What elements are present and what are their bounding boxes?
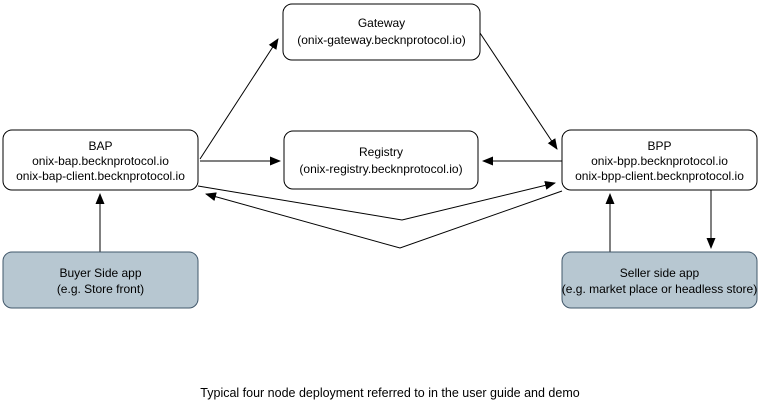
node-buyer-app: Buyer Side app (e.g. Store front) — [2, 251, 199, 309]
bap-domain: onix-bap.becknprotocol.io — [32, 154, 169, 168]
seller-app-subtitle: (e.g. market place or headless store) — [562, 282, 757, 296]
bap-title: BAP — [88, 139, 112, 153]
gateway-box — [282, 3, 481, 61]
buyer-app-title: Buyer Side app — [59, 266, 141, 280]
node-registry: Registry (onix-registry.becknprotocol.io… — [283, 130, 479, 190]
edges — [95, 32, 716, 252]
bpp-title: BPP — [647, 139, 671, 153]
edge-gateway-to-bpp — [479, 32, 558, 150]
bpp-client-domain: onix-bpp-client.becknprotocol.io — [575, 169, 744, 183]
seller-app-title: Seller side app — [620, 266, 700, 280]
buyer-app-box — [2, 251, 199, 309]
edge-bap-to-gateway — [199, 38, 279, 160]
registry-subtitle: (onix-registry.becknprotocol.io) — [299, 162, 462, 176]
bpp-domain: onix-bpp.becknprotocol.io — [591, 154, 728, 168]
diagram-caption: Typical four node deployment referred to… — [200, 386, 579, 400]
registry-title: Registry — [359, 145, 403, 159]
bpp-box — [561, 129, 758, 191]
registry-box — [283, 130, 479, 190]
gateway-subtitle: (onix-gateway.becknprotocol.io) — [297, 33, 466, 47]
node-bap: BAP onix-bap.becknprotocol.io onix-bap-c… — [2, 129, 199, 191]
buyer-app-subtitle: (e.g. Store front) — [57, 282, 144, 296]
gateway-title: Gateway — [358, 16, 405, 30]
edge-bpp-to-bap — [205, 190, 563, 249]
edge-bap-to-bpp — [197, 180, 556, 221]
bap-client-domain: onix-bap-client.becknprotocol.io — [16, 169, 185, 183]
node-seller-app: Seller side app (e.g. market place or he… — [561, 251, 758, 309]
bap-box — [2, 129, 199, 191]
seller-app-box — [561, 251, 758, 309]
node-bpp: BPP onix-bpp.becknprotocol.io onix-bpp-c… — [561, 129, 758, 191]
node-gateway: Gateway (onix-gateway.becknprotocol.io) — [282, 3, 481, 61]
